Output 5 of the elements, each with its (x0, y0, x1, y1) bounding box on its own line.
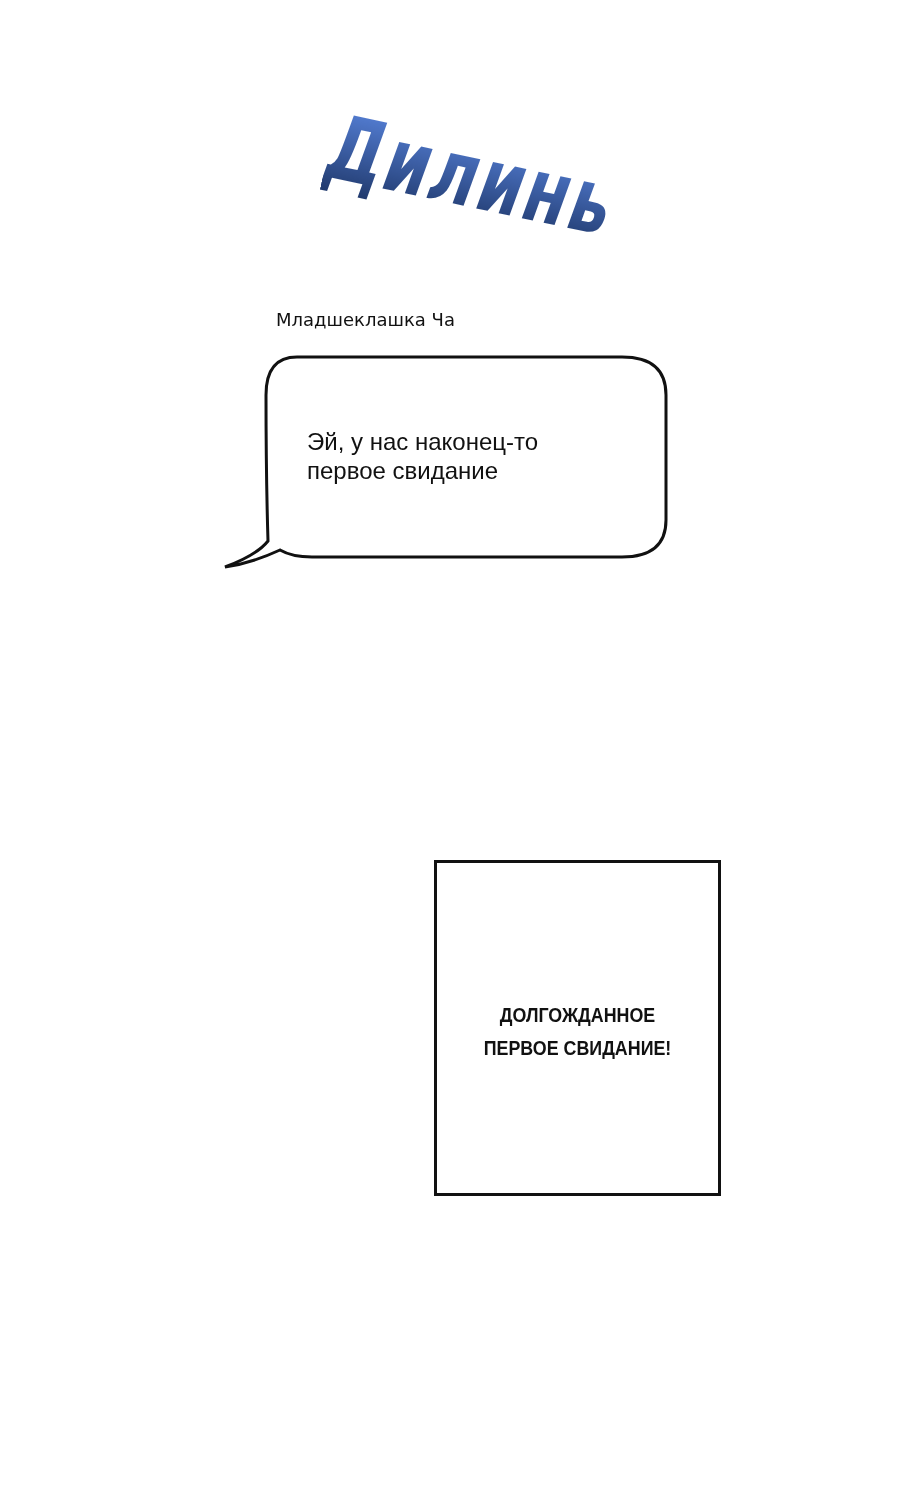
speech-bubble (222, 355, 668, 570)
comic-panel (434, 860, 721, 1196)
speaker-name: Младшеклашка Ча (276, 309, 455, 330)
speech-text: Эй, у нас наконец-то первое свидание (307, 427, 540, 485)
caption-text: ДОЛГОЖДАННОЕ ПЕРВОЕ СВИДАНИЕ! (482, 1002, 673, 1061)
